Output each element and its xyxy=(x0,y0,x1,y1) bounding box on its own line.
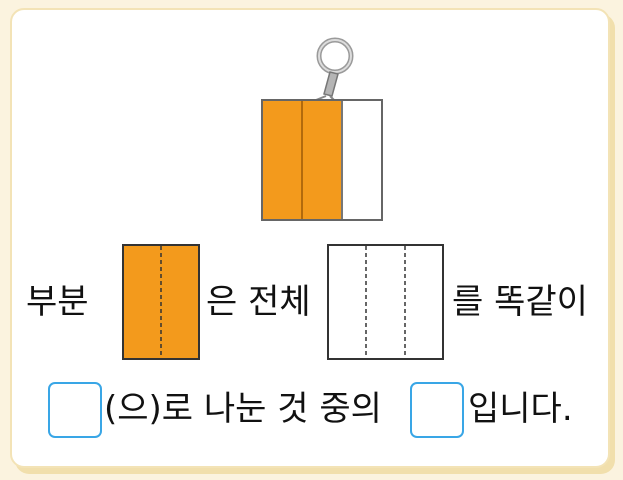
text-eun-whole: 은 전체 xyxy=(206,282,311,322)
whole-figure xyxy=(327,244,444,360)
sentence-line-1: 부분 은 전체 를 똑같이 xyxy=(12,238,608,366)
whole-rect-outline xyxy=(327,244,444,360)
key-ring-highlight xyxy=(318,39,352,73)
answer-box-denominator[interactable] xyxy=(48,382,102,438)
key-clip xyxy=(323,71,339,97)
answer-box-numerator[interactable] xyxy=(410,382,464,438)
tag-border xyxy=(261,99,383,221)
text-is: 입니다. xyxy=(468,389,573,429)
text-divided: (으)로 나눈 것 중의 xyxy=(104,389,382,429)
keychain-tag-figure xyxy=(240,28,390,233)
text-equally: 를 똑같이 xyxy=(452,282,588,322)
part-figure xyxy=(122,244,200,360)
part-rectangle xyxy=(122,244,200,360)
text-part: 부분 xyxy=(26,282,89,322)
keychain-tag-icon xyxy=(261,37,383,221)
question-card: 부분 은 전체 를 똑같이 (으)로 나눈 것 중의 입니다. xyxy=(10,8,610,468)
sentence-line-2: (으)로 나눈 것 중의 입니다. xyxy=(12,380,608,440)
whole-rectangle xyxy=(327,244,444,360)
